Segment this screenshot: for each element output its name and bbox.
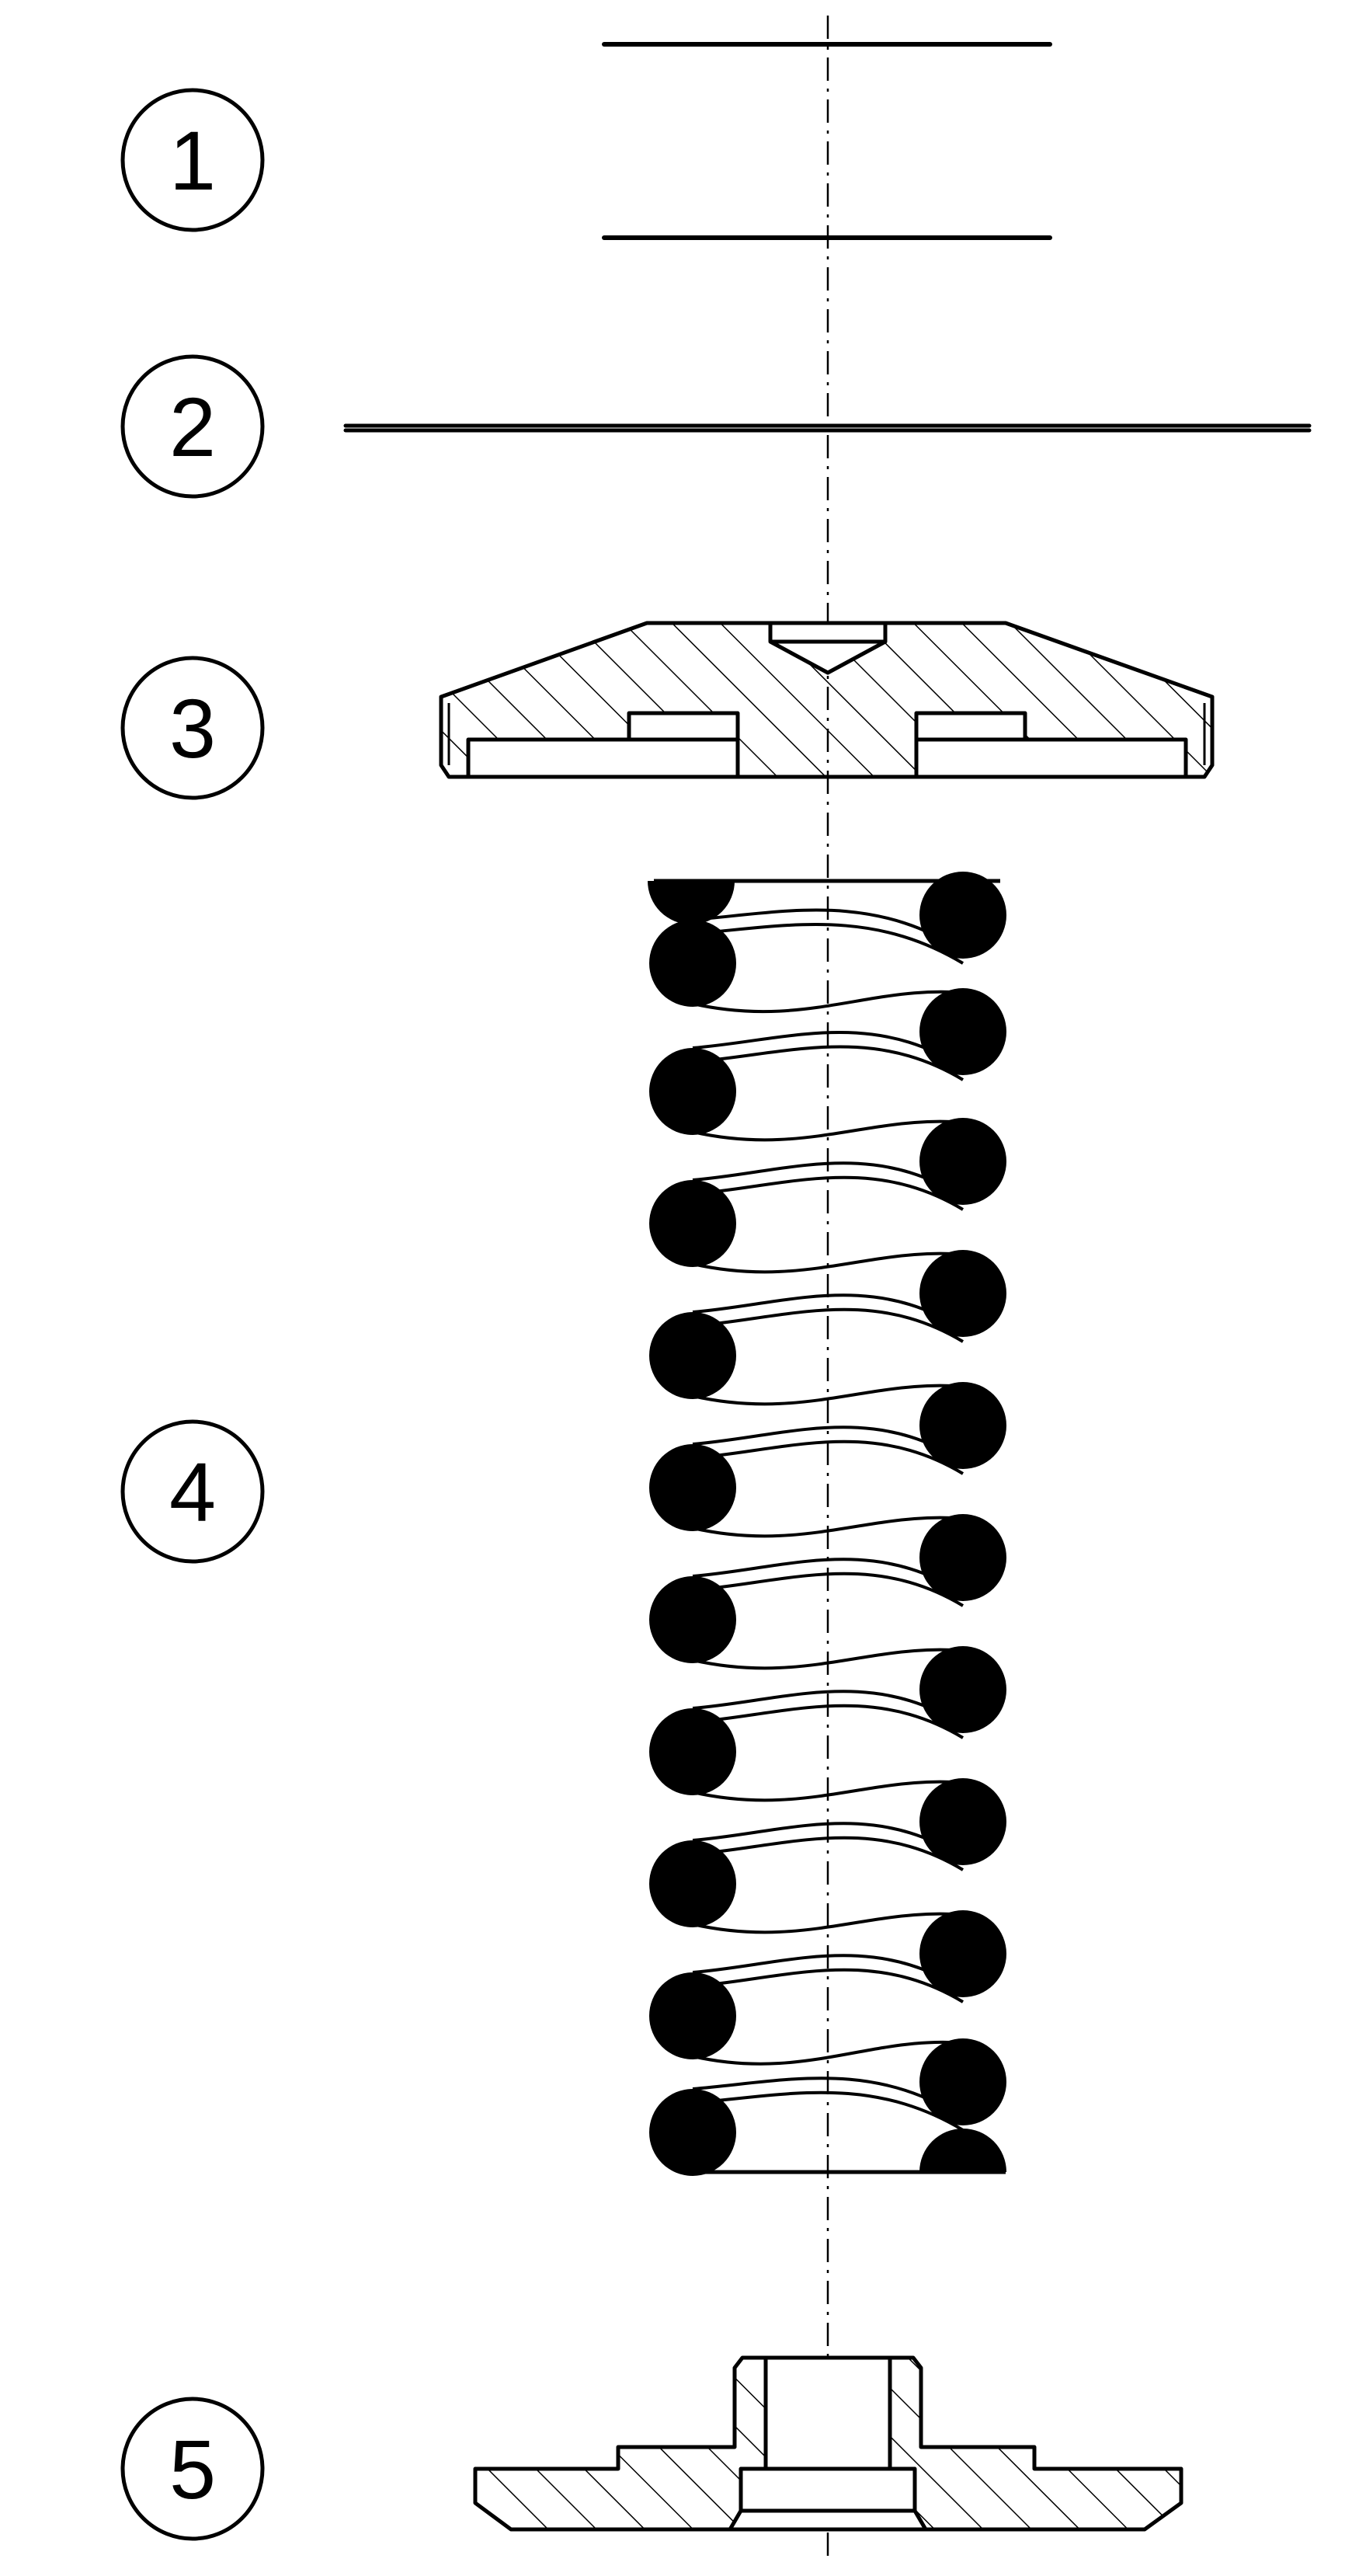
spring-wire [692,1307,964,1343]
spring-coil [919,1514,1006,1601]
part-label-4: 4 [120,1419,265,1564]
part-label-5-text: 5 [169,2422,216,2516]
part-label-2: 2 [120,354,265,499]
spring-wire [692,1912,979,1934]
spring-wire [692,923,964,965]
spring-coil [649,1708,736,1795]
part-label-3: 3 [120,656,265,800]
spring-wire [692,1968,964,2003]
spring-coil [649,2089,736,2176]
spring-coil [649,1048,736,1135]
spring-wire [692,2040,979,2066]
spring-coil [919,872,1006,959]
spring-coil [919,2038,1006,2125]
spring-end-coil [919,2129,1006,2172]
part-5-base [473,2355,1183,2532]
spring-coil [649,920,736,1007]
spring-wire [692,1572,964,1607]
spring-coil [919,1118,1006,1205]
spring-wire [692,1251,979,1274]
part-1-shim [602,42,1052,240]
part-label-2-text: 2 [169,380,216,474]
part-4-spring [648,872,1006,2176]
spring-wire [692,1119,979,1142]
part-label-4-text: 4 [169,1445,216,1539]
spring-wire [692,1516,979,1538]
spring-coil [919,1646,1006,1733]
spring-wire [692,1045,964,1081]
spring-coil [919,1382,1006,1469]
spring-wire [692,990,979,1014]
spring-wire [692,1780,979,1802]
spring-coil [649,1840,736,1927]
spring-coil [919,1778,1006,1865]
spring-coil [649,1972,736,2059]
spring-coil [649,1576,736,1663]
part-3-cap [439,621,1215,779]
part-label-1: 1 [120,88,265,232]
spring-coil [919,1250,1006,1337]
spring-coil [649,1444,736,1531]
spring-end-coil [648,881,735,924]
spring-wire [692,1439,964,1475]
spring-wire [692,1648,979,1670]
spring-wire [692,2090,964,2132]
part-label-3-text: 3 [169,681,216,775]
spring-wire [692,1704,964,1739]
part-label-5: 5 [120,2397,265,2541]
spring-wire [692,1384,979,1406]
spring-coil [919,1910,1006,1997]
part-2-disk [343,423,1312,433]
spring-coil [919,988,1006,1075]
spring-wire [692,1175,964,1211]
spring-coil [649,1180,736,1267]
spring-coil [649,1312,736,1399]
part-label-1-text: 1 [169,113,216,207]
spring-wire [692,1836,964,1871]
